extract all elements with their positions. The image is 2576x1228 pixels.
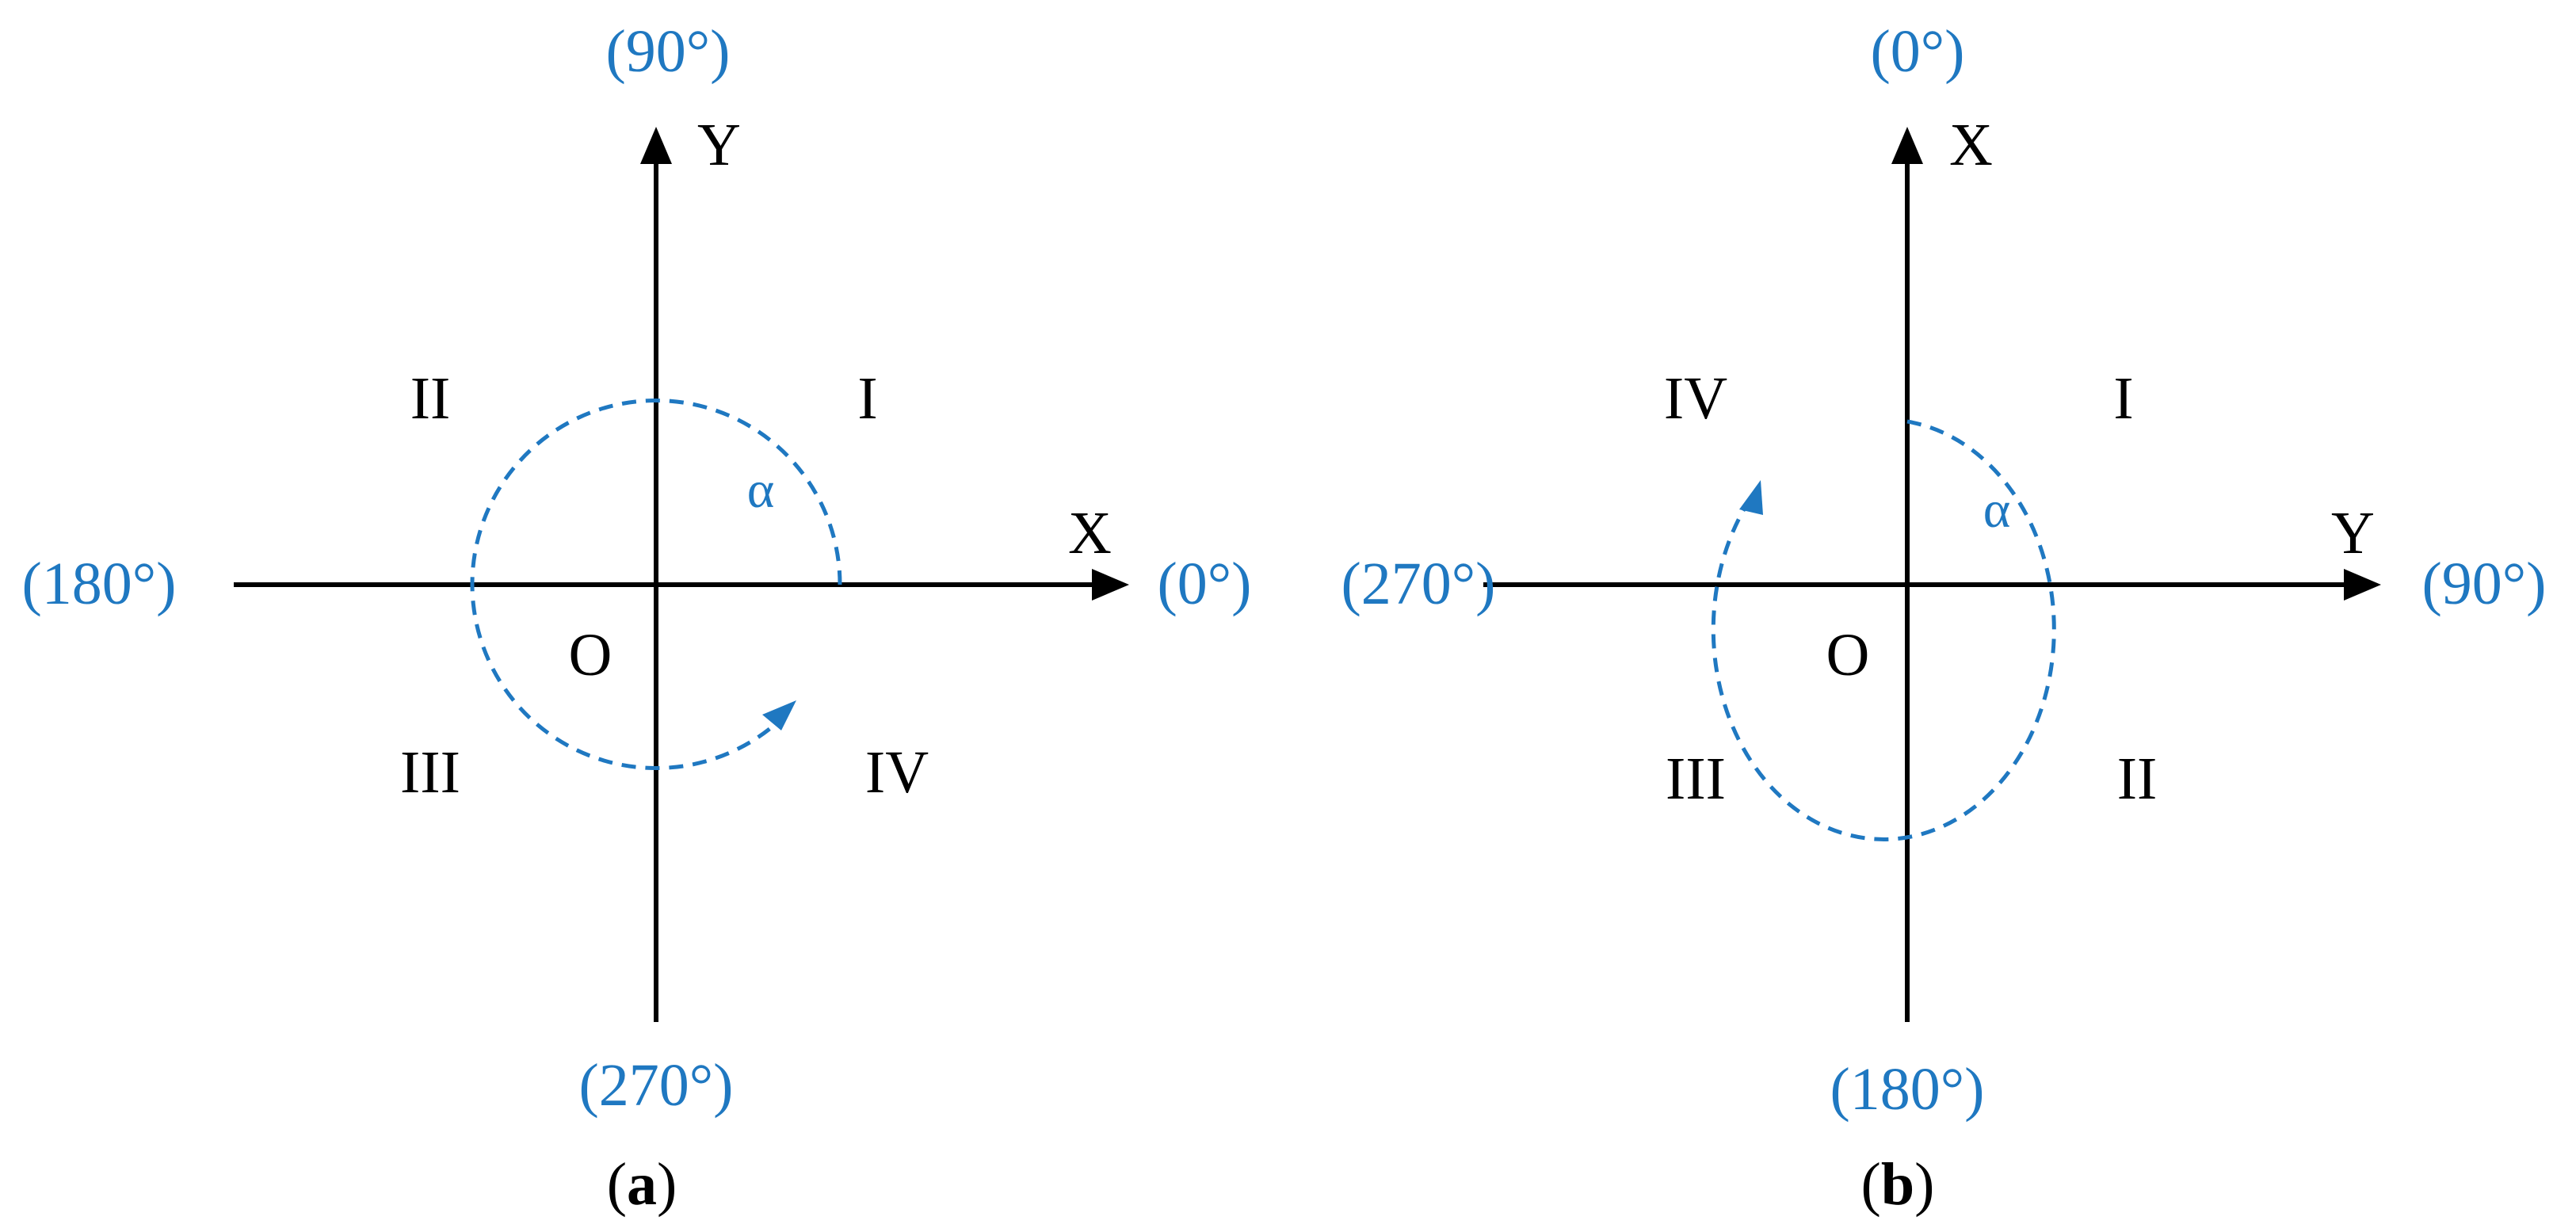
panel-a-horizontal-axis-label: X [1068,500,1112,566]
panel-b-horizontal-arrowhead [2344,569,2381,601]
panel-b-right-angle-label: (90°) [2421,551,2546,617]
panel-b-quadrant-lower-right: II [2117,746,2158,812]
panel-b-rotation-arrowhead [1739,480,1763,515]
panel-a-quadrant-lower-right: IV [865,739,929,806]
panel-a-horizontal-arrowhead [1092,569,1129,601]
panel-a-bottom-angle-label: (270°) [578,1052,733,1119]
panel-b-bottom-angle-label: (180°) [1830,1056,1984,1123]
panel-b-angle-label: α [1983,481,2011,539]
panel-b-left-angle-label: (270°) [1341,551,1495,617]
panel-b-quadrant-upper-right: I [2113,365,2133,432]
panel-b-rotation-arc [1711,419,2056,841]
panel-a-angle-label: α [747,461,775,519]
panel-a-origin-label: O [569,622,613,688]
panel-b: Y X O α I IV III II (0°) (90°) (180°) (2… [1341,18,2546,1218]
panel-b-horizontal-axis-label: Y [2331,500,2375,566]
panel-b-vertical-arrowhead [1891,127,1923,164]
panel-a-quadrant-upper-left: II [410,365,451,432]
panel-b-caption: (b) [1861,1151,1935,1218]
panel-b-quadrant-upper-left: IV [1664,365,1727,432]
panel-a-right-angle-label: (0°) [1157,551,1251,617]
panel-a-quadrant-upper-right: I [857,365,877,432]
panel-b-vertical-axis-label: X [1949,112,1993,178]
panel-b-top-angle-label: (0°) [1870,18,1964,85]
panel-a-vertical-axis-label: Y [697,112,741,178]
panel-a-left-angle-label: (180°) [21,551,176,617]
panel-b-quadrant-lower-left: III [1666,746,1726,812]
panel-a-caption: (a) [607,1151,677,1218]
panel-a-quadrant-lower-left: III [400,739,460,806]
panel-a-rotation-arc [470,399,842,770]
panel-a-vertical-arrowhead [640,127,672,164]
panel-b-origin-label: O [1826,622,1870,688]
panel-a-top-angle-label: (90°) [605,18,730,85]
panel-a-rotation-arrowhead [762,700,796,730]
panel-a: X Y O α I II III IV (90°) (0°) (270°) (1… [21,18,1251,1218]
